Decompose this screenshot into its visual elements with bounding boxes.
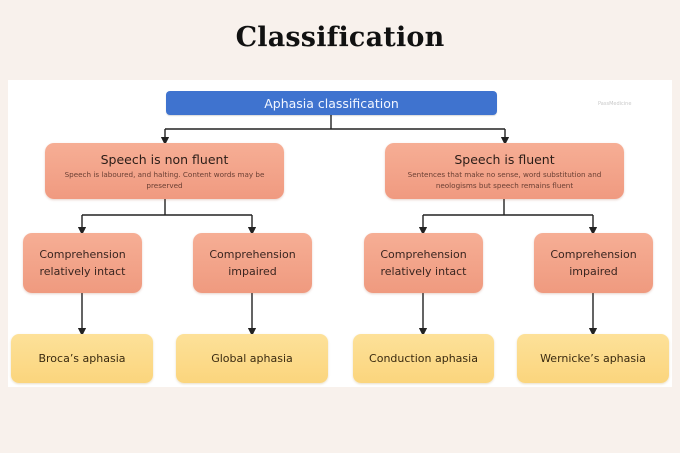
root-node: Aphasia classification xyxy=(166,91,497,115)
node-fluent-comprehension-intact: Comprehension relatively intact xyxy=(364,233,483,293)
result-broca-aphasia: Broca’s aphasia xyxy=(11,334,153,383)
connector-fluent xyxy=(423,199,593,216)
result-conduction-aphasia: Conduction aphasia xyxy=(353,334,494,383)
result-wernicke-aphasia: Wernicke’s aphasia xyxy=(517,334,669,383)
watermark: PassMedicine xyxy=(598,101,632,107)
node-description: Speech is laboured, and halting. Content… xyxy=(64,169,265,190)
node-description: Sentences that make no sense, word subst… xyxy=(407,169,602,190)
connector-nonfluent xyxy=(82,199,252,216)
node-fluent-comprehension-impaired: Comprehension impaired xyxy=(534,233,653,293)
node-nonfluent-comprehension-impaired: Comprehension impaired xyxy=(193,233,312,293)
page-title: Classification xyxy=(235,22,445,53)
node-speech-non-fluent: Speech is non fluent Speech is laboured,… xyxy=(45,143,284,199)
node-title: Speech is fluent xyxy=(454,151,555,167)
result-global-aphasia: Global aphasia xyxy=(176,334,328,383)
node-speech-fluent: Speech is fluent Sentences that make no … xyxy=(385,143,624,199)
node-title: Speech is non fluent xyxy=(100,151,229,167)
node-nonfluent-comprehension-intact: Comprehension relatively intact xyxy=(23,233,142,293)
connector-root xyxy=(165,115,505,130)
